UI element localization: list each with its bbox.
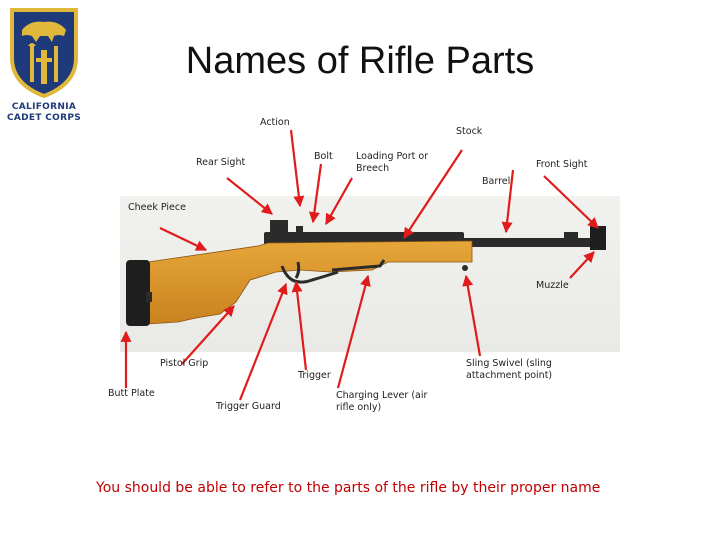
rifle-rear-sight — [270, 220, 288, 233]
label-action: Action — [260, 117, 290, 128]
rifle-trigger — [294, 261, 301, 279]
label-cheek-piece: Cheek Piece — [128, 202, 186, 213]
rifle-stock-mark — [146, 292, 152, 302]
arrow-action — [289, 129, 305, 208]
rifle-stock — [147, 240, 473, 325]
label-butt-plate: Butt Plate — [108, 388, 155, 399]
pointer-arrows — [120, 129, 599, 401]
label-trigger-guard: Trigger Guard — [216, 401, 281, 412]
arrow-trigger — [291, 280, 308, 371]
label-bolt: Bolt — [314, 151, 333, 162]
label-sling-swivel-line1: Sling Swivel (sling — [466, 358, 552, 369]
arrow-trigger-guard — [238, 282, 288, 401]
label-rear-sight: Rear Sight — [196, 157, 246, 168]
arrow-sling-swivel — [462, 274, 482, 357]
arrow-loading-port — [325, 177, 353, 225]
california-cadet-corps-logo: CALIFORNIA CADET CORPS — [4, 6, 84, 124]
arrow-rear-sight — [226, 177, 273, 215]
arrow-pistol-grip — [181, 305, 235, 365]
slide-title: Names of Rifle Parts — [185, 40, 535, 82]
rifle-muzzle — [590, 226, 606, 250]
label-loading-port-line2: Breech — [356, 163, 390, 174]
rifle-butt-plate — [126, 260, 150, 326]
rifle-barrel — [430, 238, 592, 247]
label-stock: Stock — [456, 126, 483, 137]
rifle — [126, 220, 606, 326]
label-trigger: Trigger — [298, 370, 331, 381]
label-charging-lever-line1: Charging Lever (air — [336, 390, 428, 401]
label-pistol-grip: Pistol Grip — [160, 358, 209, 369]
rifle-trigger-guard — [280, 265, 339, 284]
label-muzzle: Muzzle — [536, 280, 569, 291]
label-barrel: Barrel — [482, 176, 511, 187]
label-front-sight: Front Sight — [536, 159, 588, 170]
arrow-barrel — [501, 169, 515, 234]
rifle-bolt — [296, 226, 303, 234]
slide-caption: You should be able to refer to the parts… — [96, 480, 601, 496]
arrow-muzzle — [569, 251, 595, 279]
california-bear-shield-icon — [10, 8, 78, 98]
arrow-charging-lever — [336, 274, 371, 389]
arrow-bolt — [308, 163, 323, 224]
label-loading-port-line1: Loading Port or — [356, 151, 429, 162]
arrow-cheek-piece — [159, 227, 207, 251]
rifle-front-sight — [564, 232, 578, 246]
label-sling-swivel: Sling Swivel (sling attachment point) — [466, 358, 552, 382]
label-sling-swivel-line2: attachment point) — [466, 370, 553, 381]
label-loading-port: Loading Port or Breech — [356, 151, 428, 175]
logo-text-cadet-corps: CADET CORPS — [6, 113, 82, 123]
rifle-sling-swivel — [462, 265, 468, 271]
arrow-front-sight — [543, 175, 599, 229]
label-charging-lever: Charging Lever (air rifle only) — [336, 390, 427, 414]
rifle-charging-lever — [331, 259, 386, 272]
label-charging-lever-line2: rifle only) — [336, 402, 382, 413]
logo-text-california: CALIFORNIA — [11, 102, 77, 112]
arrow-stock — [403, 149, 463, 239]
